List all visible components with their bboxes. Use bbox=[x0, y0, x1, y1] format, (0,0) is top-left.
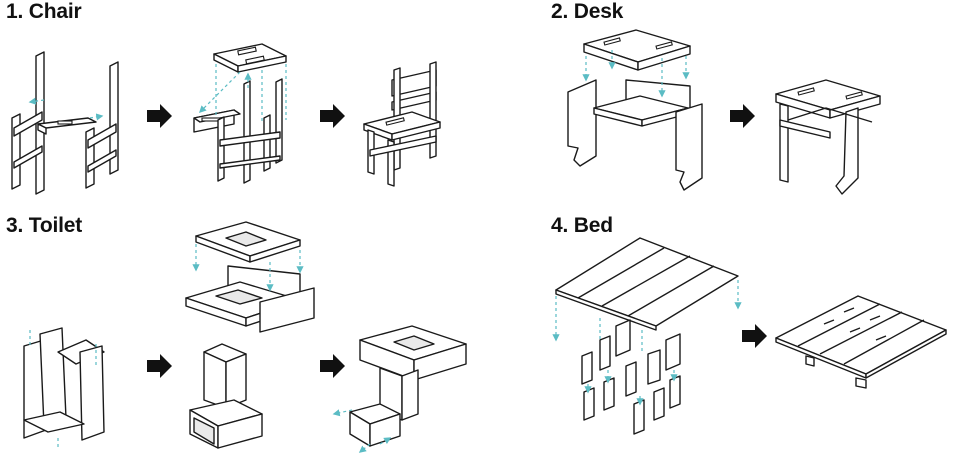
chair-step1-side-frames bbox=[11, 51, 119, 195]
bed-title: 4. Bed bbox=[551, 214, 613, 237]
toilet-step-arrow-2 bbox=[320, 354, 345, 378]
desk-step2-assembled bbox=[775, 79, 881, 195]
chair-title: 1. Chair bbox=[6, 0, 82, 23]
bed-step2-assembled bbox=[775, 295, 947, 389]
chair-step3-assembled bbox=[363, 61, 441, 187]
toilet-step-arrow-1 bbox=[147, 354, 172, 378]
toilet-step3-assembled bbox=[332, 325, 467, 453]
desk-title: 2. Desk bbox=[551, 0, 624, 23]
bed-step-arrow bbox=[742, 324, 767, 348]
toilet-step2-body bbox=[189, 343, 263, 449]
toilet-step1-pieces bbox=[23, 327, 105, 448]
bed-legs bbox=[581, 319, 681, 435]
toilet-top-exploded bbox=[185, 221, 315, 333]
toilet-title: 3. Toilet bbox=[6, 214, 82, 237]
chair-step-arrow-2 bbox=[320, 104, 345, 128]
desk-step-arrow bbox=[730, 104, 755, 128]
chair-step-arrow-1 bbox=[147, 104, 172, 128]
desk-step1-exploded bbox=[567, 29, 703, 191]
bed-step1-exploded bbox=[552, 237, 742, 352]
chair-step2-exploded bbox=[193, 43, 287, 184]
